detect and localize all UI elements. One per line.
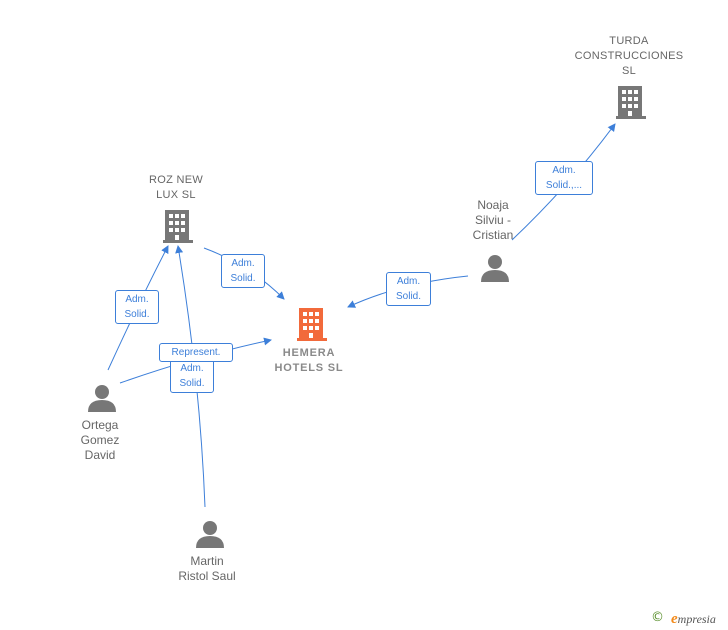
- node-label-line: Ortega: [81, 418, 119, 432]
- person-icon[interactable]: [481, 255, 509, 282]
- copyright-icon: ©: [651, 610, 664, 625]
- person-icon[interactable]: [88, 385, 116, 412]
- node-label-noaja-silviu-cristian[interactable]: Noaja Silviu - Cristian: [458, 198, 528, 243]
- building-icon[interactable]: [616, 86, 646, 119]
- building-icon[interactable]: [163, 210, 193, 243]
- edge-label-ortega-roz[interactable]: Adm. Solid.: [115, 290, 159, 324]
- node-label-turda-construcciones[interactable]: TURDA CONSTRUCCIONES SL: [566, 34, 692, 79]
- edge-label-line: Adm.: [180, 363, 204, 374]
- node-label-hemera-hotels[interactable]: HEMERA HOTELS SL: [262, 346, 356, 376]
- node-label-line: Noaja: [477, 198, 509, 212]
- edge-label-line: Adm.: [231, 258, 255, 269]
- edge-label-line: Solid.: [179, 378, 205, 389]
- node-label-roz-new-lux[interactable]: ROZ NEW LUX SL: [136, 173, 216, 203]
- node-label-line: Gomez: [80, 433, 120, 447]
- brand-name: mpresia: [677, 612, 716, 626]
- edge-label-noaja-hemera[interactable]: Adm. Solid.: [386, 272, 431, 306]
- edge-label-roz-hemera[interactable]: Adm. Solid.: [221, 254, 265, 288]
- node-label-line: HEMERA: [282, 347, 336, 359]
- building-icon[interactable]: [297, 308, 327, 341]
- node-label-line: Martin: [190, 554, 224, 568]
- node-label-line: LUX SL: [156, 189, 196, 201]
- edge-label-line: Solid.: [124, 309, 150, 320]
- edge-label-line: Solid.,...: [545, 180, 583, 191]
- edge-label-line: Solid.: [230, 273, 256, 284]
- node-label-line: TURDA: [609, 35, 649, 47]
- brand-logo: empresia: [671, 611, 716, 628]
- node-label-line: David: [84, 448, 116, 462]
- edge-label-martin-roz[interactable]: Adm. Solid.: [170, 359, 214, 393]
- node-label-line: HOTELS SL: [274, 362, 344, 374]
- person-icon[interactable]: [196, 521, 224, 548]
- node-label-line: Silviu -: [474, 213, 511, 227]
- edge-label-line: Adm.: [396, 276, 421, 287]
- edge-label-line: Adm.: [125, 294, 149, 305]
- node-label-line: Cristian: [472, 228, 514, 242]
- edge-label-line: Represent.: [171, 347, 221, 358]
- node-label-ortega-gomez-david[interactable]: Ortega Gomez David: [65, 418, 135, 463]
- node-label-line: CONSTRUCCIONES: [574, 50, 684, 62]
- node-label-martin-ristol-saul[interactable]: Martin Ristol Saul: [167, 554, 247, 584]
- node-label-line: ROZ NEW: [148, 174, 204, 186]
- node-label-line: SL: [621, 65, 637, 77]
- edge-label-noaja-turda[interactable]: Adm. Solid.,...: [535, 161, 593, 195]
- edge-label-ortega-hemera[interactable]: Represent.: [159, 343, 233, 362]
- edge-label-line: Adm.: [552, 165, 576, 176]
- brand-initial: e: [671, 611, 678, 627]
- node-label-line: Ristol Saul: [178, 569, 236, 583]
- edge-label-line: Solid.: [395, 291, 421, 302]
